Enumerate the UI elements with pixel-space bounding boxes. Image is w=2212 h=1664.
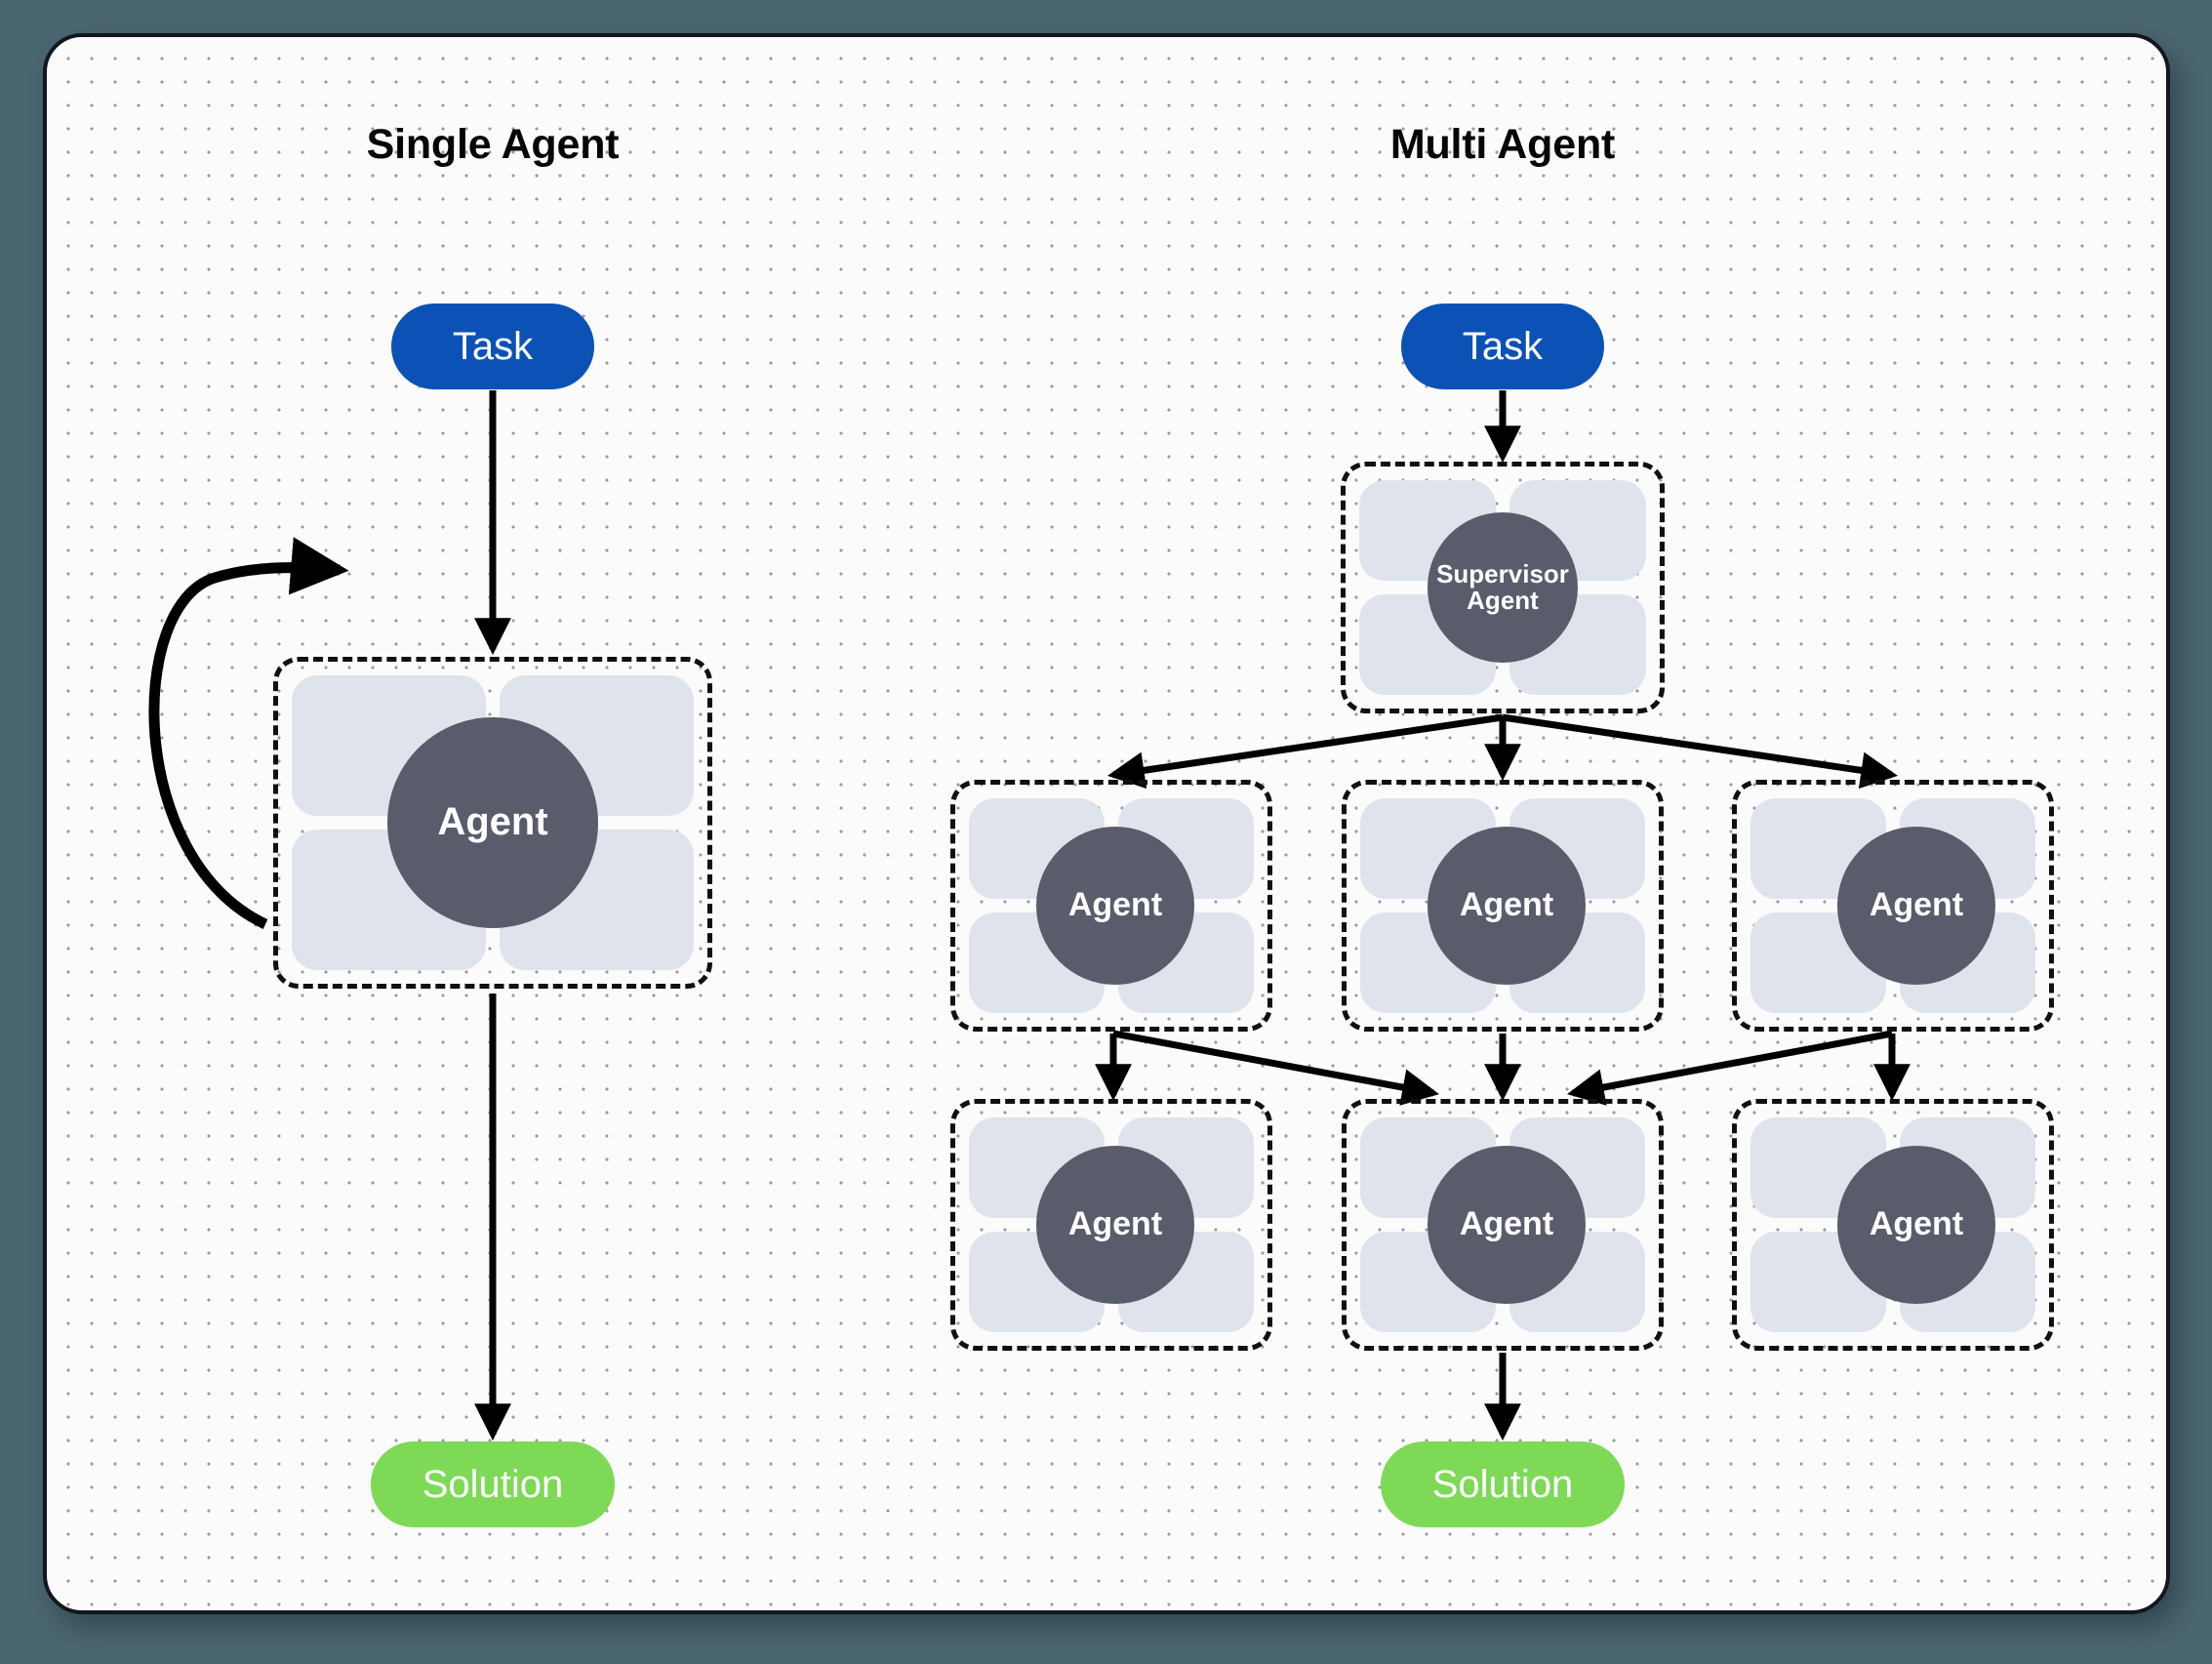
node-agent-r2c1-core[interactable]: Agent — [1036, 1146, 1194, 1304]
node-agent-r2c2-core[interactable]: Agent — [1428, 1146, 1586, 1304]
edge-supervisor-to-r1c3 — [1502, 713, 1898, 790]
node-single-solution[interactable]: Solution — [371, 1441, 615, 1527]
node-single-agent-core[interactable]: Agent — [387, 717, 598, 928]
edge-r1c1-to-r2c2 — [1112, 1030, 1439, 1106]
supervisor-core-label: Supervisor Agent — [1436, 558, 1569, 615]
edge-single-agent-self-loop — [148, 537, 349, 929]
edge-r1c3-to-r2c2 — [1567, 1030, 1893, 1106]
node-supervisor-core[interactable]: Supervisor Agent — [1428, 512, 1578, 663]
edge-supervisor-to-r1c1 — [1107, 713, 1504, 790]
panel-title-multi-agent: Multi Agent — [1389, 121, 1616, 168]
node-single-task[interactable]: Task — [391, 304, 594, 389]
node-multi-task[interactable]: Task — [1401, 304, 1604, 389]
node-agent-r1c1-core[interactable]: Agent — [1036, 827, 1194, 985]
node-multi-solution[interactable]: Solution — [1381, 1441, 1625, 1527]
node-agent-r2c3-core[interactable]: Agent — [1837, 1146, 1995, 1304]
panel-title-single-agent: Single Agent — [366, 121, 620, 168]
node-agent-r1c2-core[interactable]: Agent — [1428, 827, 1586, 985]
node-agent-r1c3-core[interactable]: Agent — [1837, 827, 1995, 985]
